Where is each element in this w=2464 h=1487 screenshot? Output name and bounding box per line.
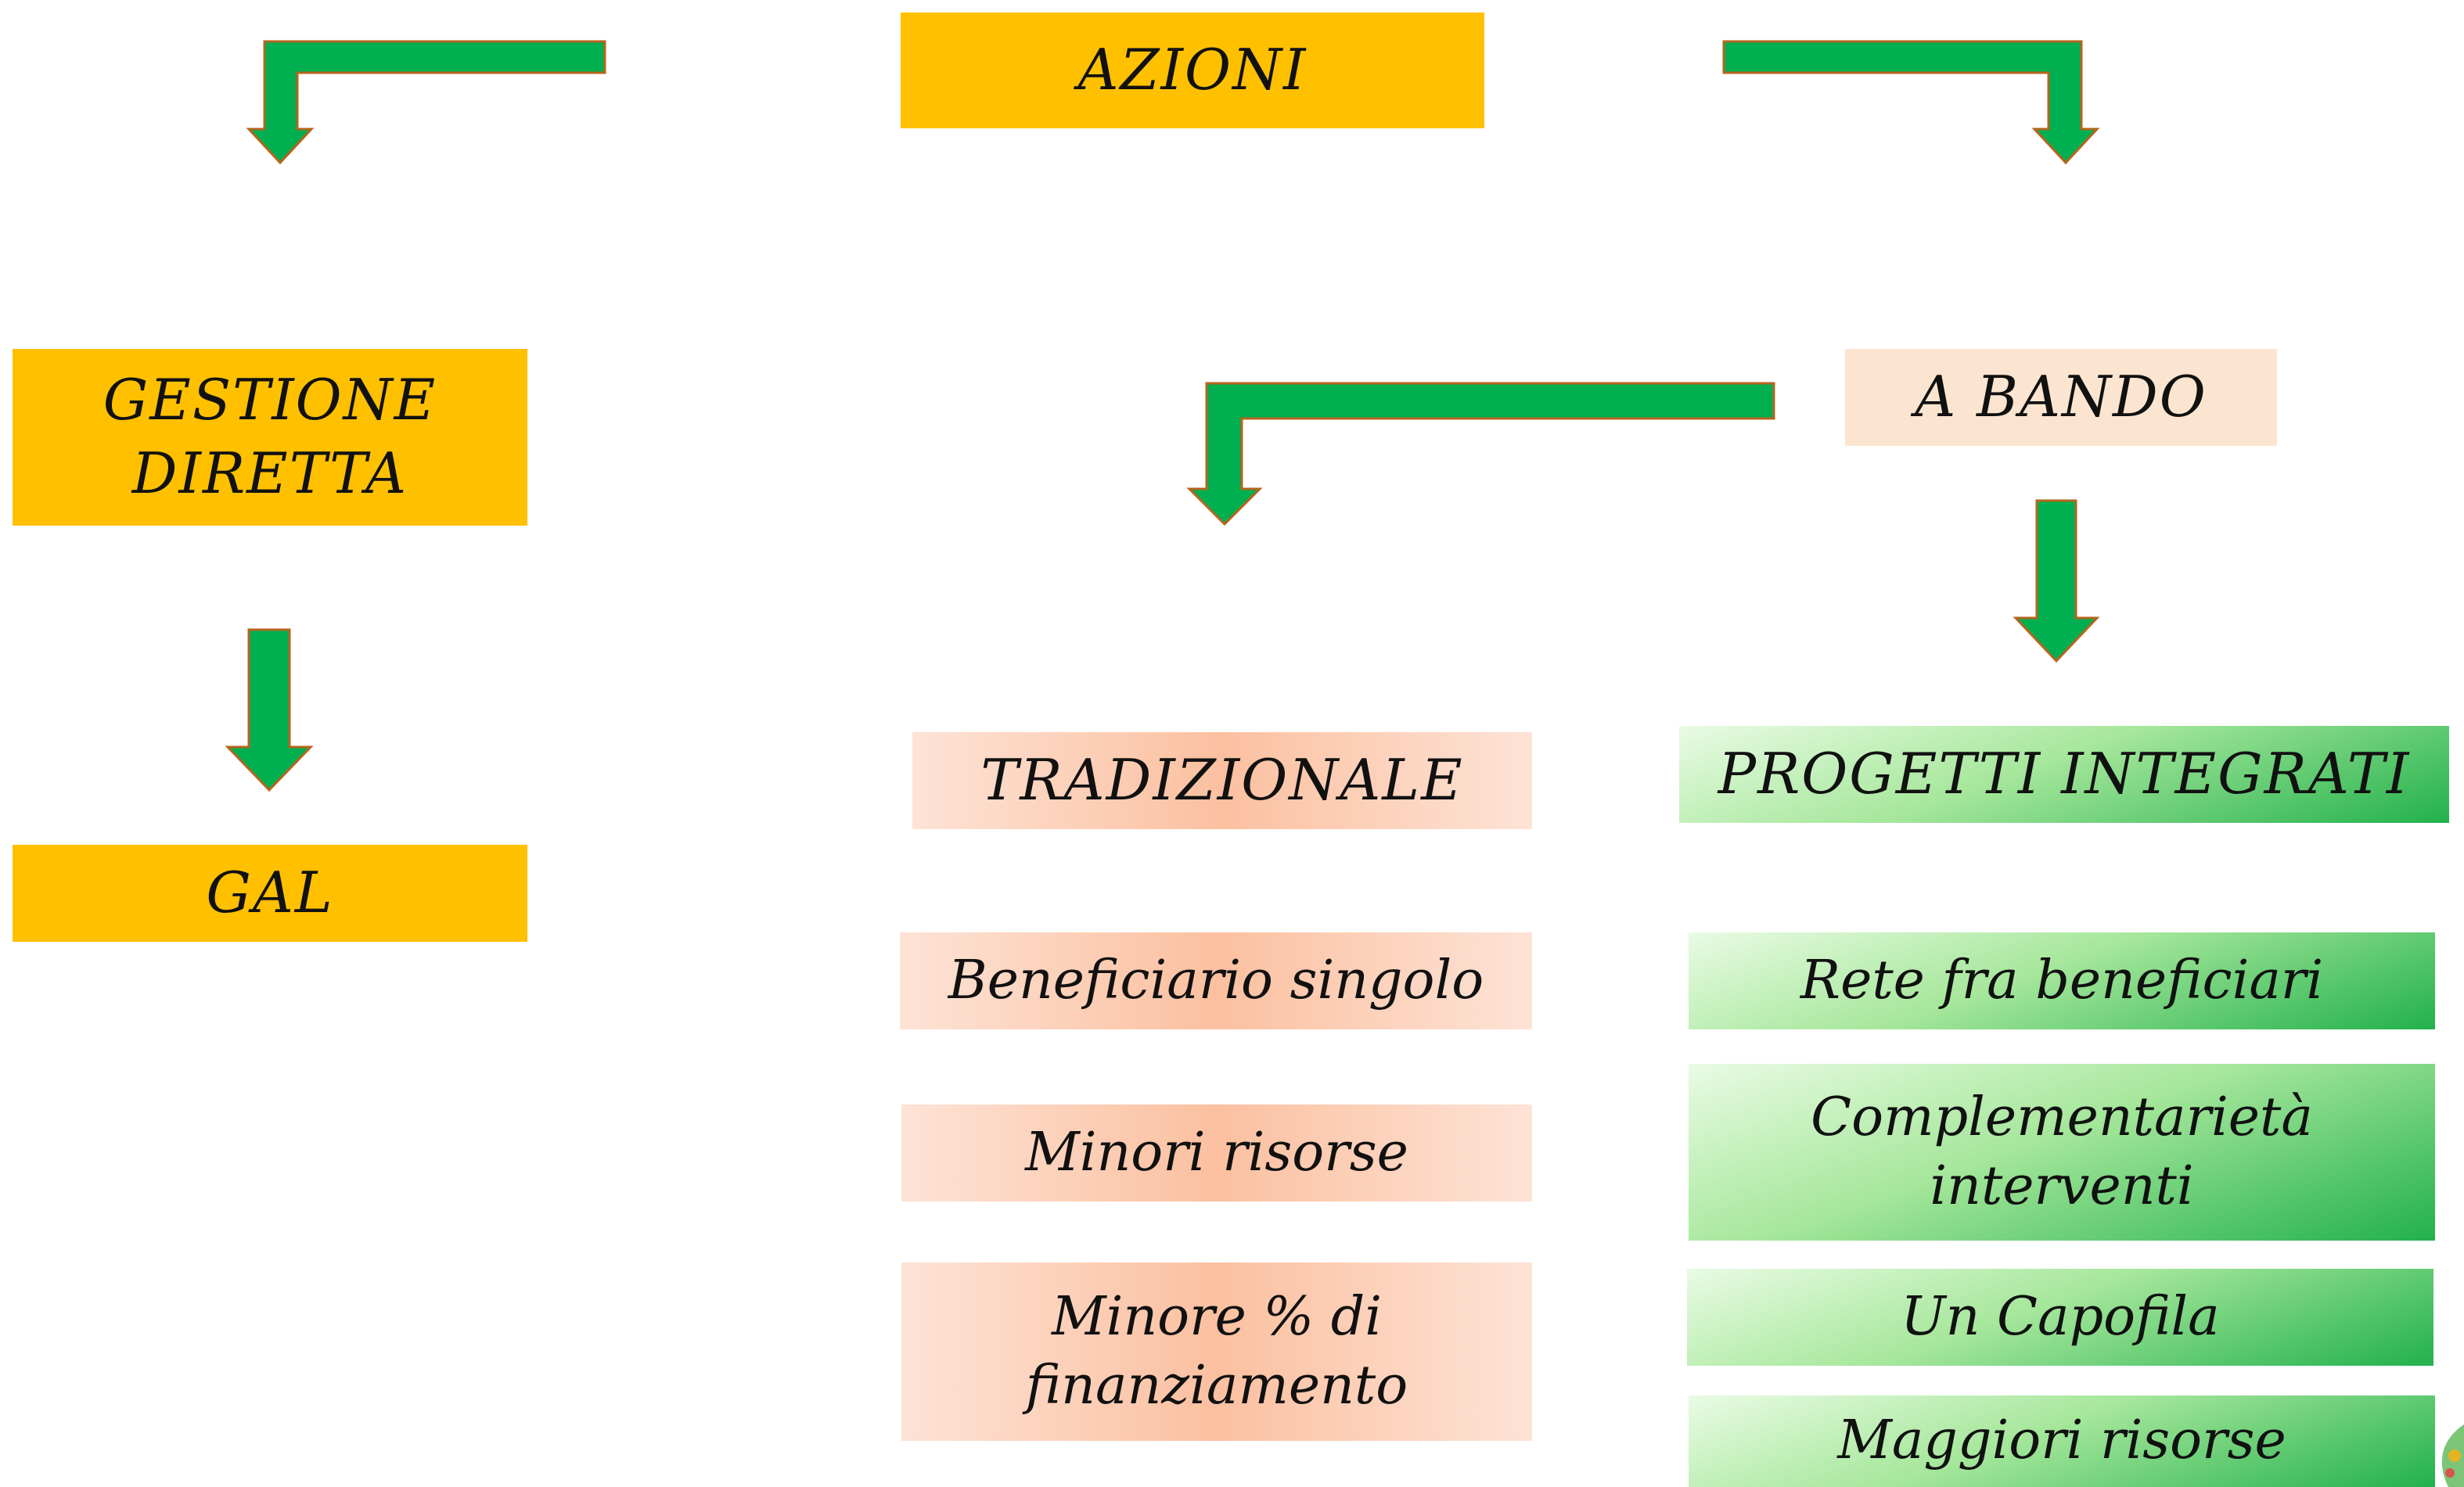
arrow-abando-to-progetti bbox=[2013, 499, 2100, 663]
corner-decoration-icon bbox=[2441, 1424, 2464, 1487]
node-gestione-line2: DIRETTA bbox=[131, 440, 408, 506]
node-beneficiario-singolo: Beneficiario singolo bbox=[900, 932, 1532, 1029]
node-minore-line1: Minore % di bbox=[1052, 1285, 1382, 1348]
node-azioni-label: AZIONI bbox=[1077, 37, 1308, 103]
node-progetti-integrati: PROGETTI INTEGRATI bbox=[1679, 726, 2449, 823]
node-gal-label: GAL bbox=[206, 860, 334, 926]
arrow-azioni-to-gestione bbox=[246, 40, 606, 165]
node-complementarieta-line2: interventi bbox=[1930, 1155, 2194, 1217]
node-gal: GAL bbox=[13, 845, 527, 942]
arrow-abando-to-tradizionale bbox=[1186, 382, 1775, 526]
node-maggiori-risorse-label: Maggiori risorse bbox=[1837, 1410, 2286, 1472]
node-minori-risorse: Minori risorse bbox=[901, 1104, 1532, 1201]
node-minore-finanziamento: Minore % di finanziamento bbox=[901, 1263, 1532, 1441]
node-complementarieta-line1: Complementarietà bbox=[1811, 1086, 2313, 1148]
node-a-bando-label: A BANDO bbox=[1915, 364, 2207, 430]
node-tradizionale-label: TRADIZIONALE bbox=[980, 747, 1464, 814]
node-un-capofila-label: Un Capofila bbox=[1901, 1285, 2220, 1348]
node-azioni: AZIONI bbox=[901, 13, 1484, 128]
node-a-bando: A BANDO bbox=[1845, 349, 2277, 446]
node-beneficiario-singolo-label: Beneficiario singolo bbox=[948, 949, 1484, 1011]
arrow-gestione-to-gal bbox=[225, 628, 314, 792]
node-gestione-line1: GESTIONE bbox=[103, 367, 437, 433]
node-complementarieta: Complementarietà interventi bbox=[1689, 1064, 2435, 1241]
node-rete-beneficiari: Rete fra beneficiari bbox=[1689, 932, 2435, 1029]
node-minori-risorse-label: Minori risorse bbox=[1025, 1121, 1408, 1183]
node-progetti-integrati-label: PROGETTI INTEGRATI bbox=[1718, 741, 2411, 807]
node-minore-line2: finanziamento bbox=[1025, 1355, 1408, 1417]
node-tradizionale: TRADIZIONALE bbox=[912, 732, 1532, 829]
node-un-capofila: Un Capofila bbox=[1687, 1269, 2433, 1366]
node-gestione-diretta: GESTIONE DIRETTA bbox=[13, 349, 527, 526]
arrow-azioni-to-abando bbox=[1722, 40, 2100, 165]
node-maggiori-risorse: Maggiori risorse bbox=[1689, 1395, 2435, 1487]
node-rete-beneficiari-label: Rete fra beneficiari bbox=[1800, 949, 2324, 1011]
